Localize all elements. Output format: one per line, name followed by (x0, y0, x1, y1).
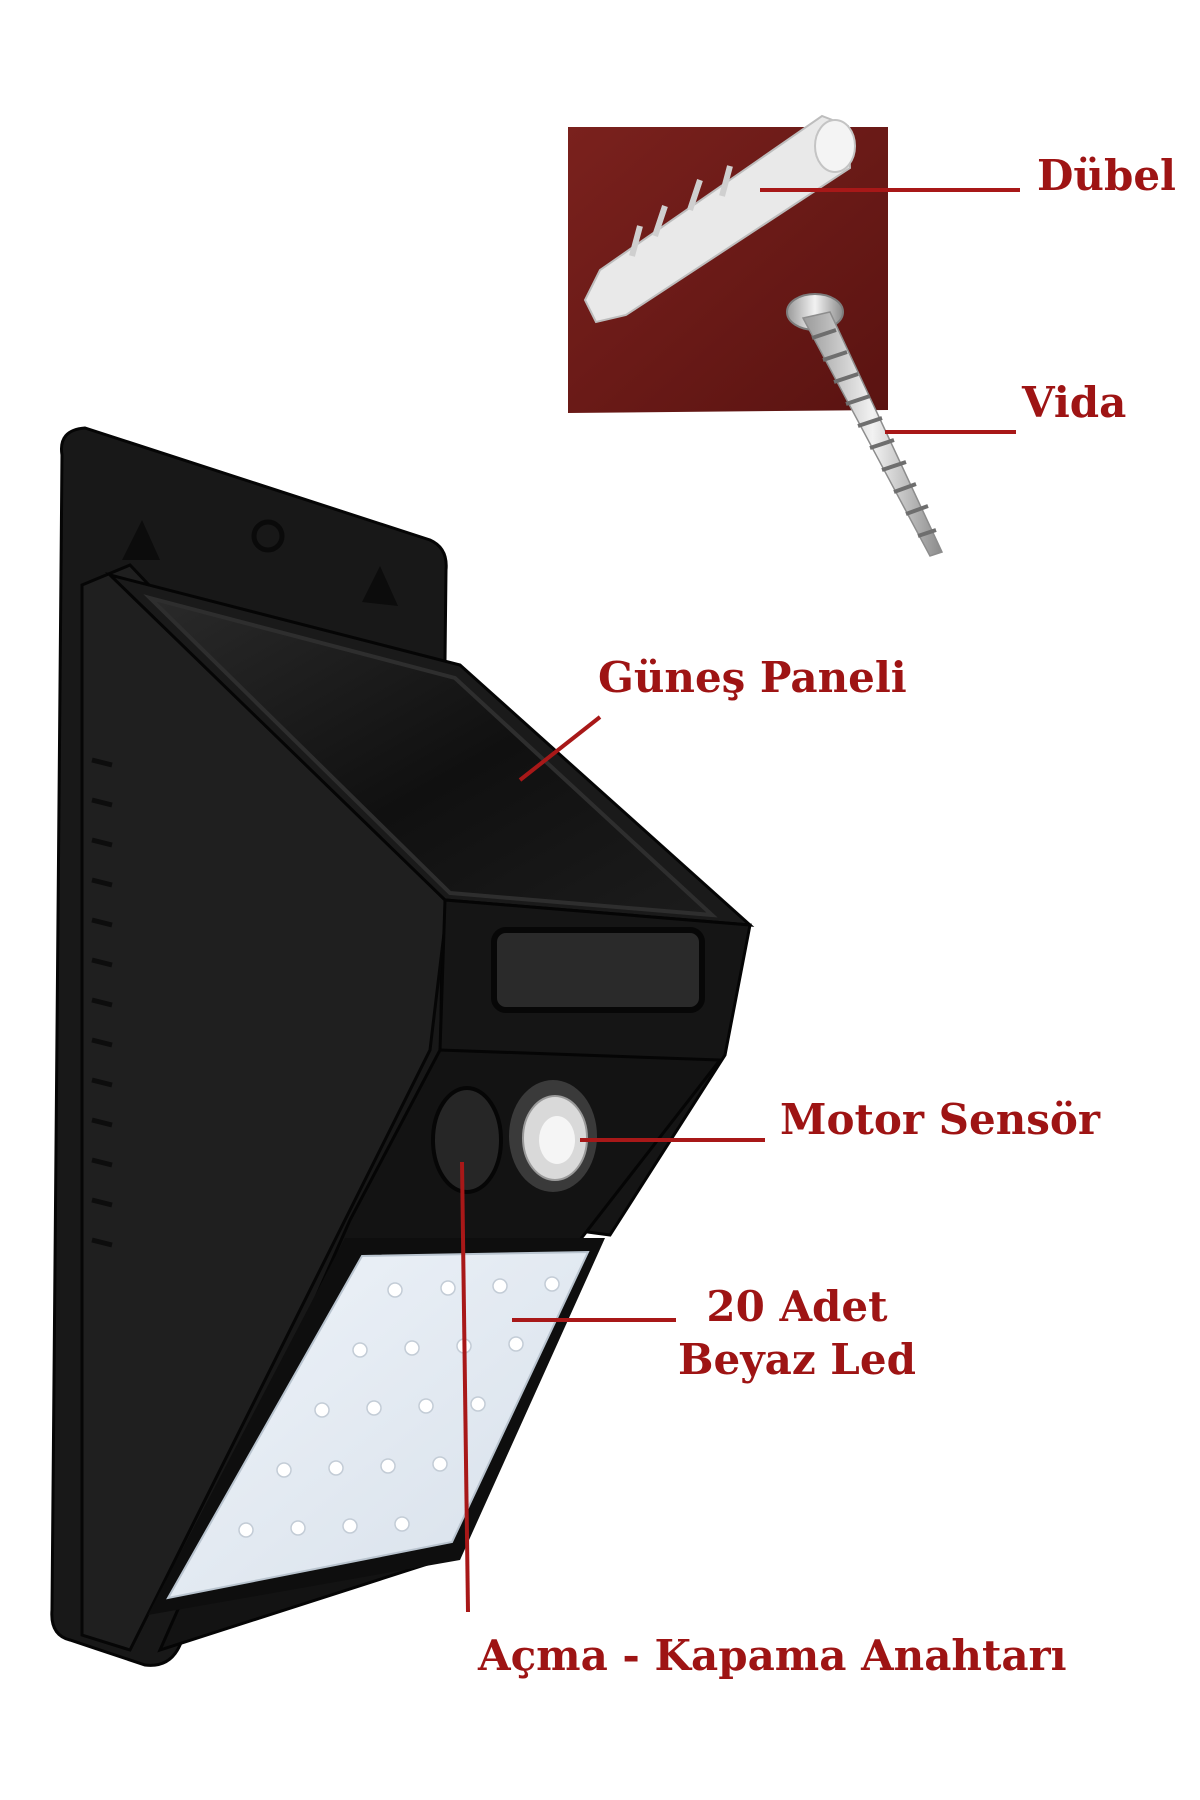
leader-line-switch (460, 1161, 470, 1613)
label-vida: Vida (1022, 378, 1127, 427)
leader-line-panel (518, 715, 602, 782)
mount-plate (568, 127, 888, 413)
label-solar-panel: Güneş Paneli (598, 653, 907, 702)
label-motion-sensor: Motor Sensör (780, 1095, 1101, 1144)
solar-light-body (50, 426, 755, 1667)
power-switch (431, 1086, 503, 1194)
mounting-kit (568, 114, 944, 557)
led-panel (166, 1250, 590, 1600)
light-sensor-window (491, 927, 705, 1013)
wall-plug-icon (583, 114, 856, 324)
leader-lines (460, 188, 1020, 1613)
motion-sensor (509, 1080, 597, 1192)
solar-panel (143, 594, 718, 918)
label-dubel: Dübel (1037, 151, 1177, 200)
led-dots (238, 1276, 560, 1538)
housing-left-side (80, 563, 450, 1652)
label-led: 20 Adet Beyaz Led (678, 1281, 916, 1386)
label-switch: Açma - Kapama Anahtarı (478, 1631, 1067, 1680)
screw-icon (786, 293, 944, 557)
label-led-line2: Beyaz Led (678, 1334, 916, 1384)
label-led-line1: 20 Adet (706, 1282, 888, 1331)
